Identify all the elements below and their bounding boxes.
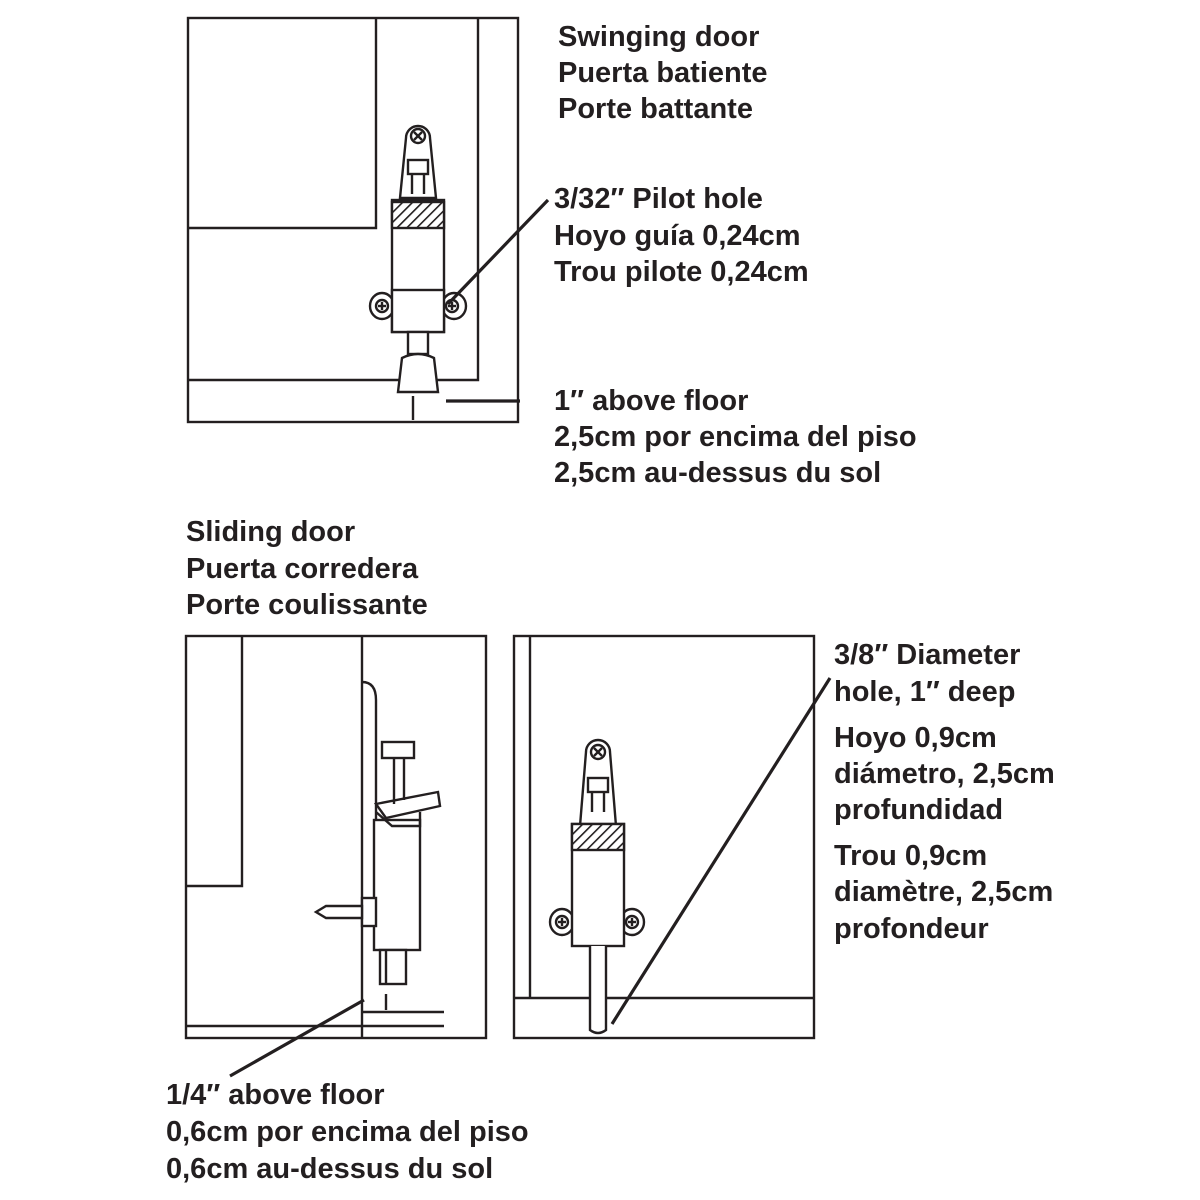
pilot-hole-leader xyxy=(446,198,550,306)
label-line: Trou 0,9cm xyxy=(834,840,987,872)
hatched-band xyxy=(570,822,626,852)
label-line: 0,6cm au-dessus du sol xyxy=(166,1153,493,1185)
screw-icon xyxy=(624,914,640,930)
label-line: 1″ above floor xyxy=(554,385,748,417)
swinging-door-stop xyxy=(368,124,468,420)
screw-head xyxy=(360,896,378,928)
screw-icon xyxy=(374,298,390,314)
label-line: 2,5cm por encima del piso xyxy=(554,421,917,453)
label-line: 3/32″ Pilot hole xyxy=(554,183,763,215)
title-line: Porte battante xyxy=(558,93,753,125)
sliding-door-front-outline xyxy=(512,634,816,1040)
label-line: 3/8″ Diameter xyxy=(834,639,1020,671)
pin-cap xyxy=(380,740,416,760)
sliding-door-stop-side xyxy=(313,680,442,1010)
sliding-door-title: Sliding door Puerta corredera Porte coul… xyxy=(186,516,428,621)
label-line: Hoyo 0,9cm xyxy=(834,722,997,754)
plunger-rod-in-hole xyxy=(588,946,608,1035)
spring-cap xyxy=(406,158,430,176)
sliding-door-outline xyxy=(184,634,488,1040)
label-line: profundidad xyxy=(834,794,1003,826)
sliding-door-side-figure xyxy=(184,634,488,1078)
stop-body-side xyxy=(372,818,422,952)
door-outline xyxy=(186,16,520,424)
label-line: hole, 1″ deep xyxy=(834,676,1016,708)
screw-icon xyxy=(313,904,364,920)
label-line: 1/4″ above floor xyxy=(166,1079,385,1111)
hatched-band xyxy=(390,200,446,230)
label-line: diamètre, 2,5cm xyxy=(834,876,1053,908)
door-panel-frame xyxy=(188,18,378,230)
sliding-panel-frame xyxy=(186,636,244,888)
label-line: profondeur xyxy=(834,913,989,945)
label-line: Trou pilote 0,24cm xyxy=(554,256,809,288)
quarter-inch-leader xyxy=(229,998,365,1078)
one-inch-above-floor-label: 1″ above floor 2,5cm por encima del piso… xyxy=(554,385,917,489)
diameter-hole-leader xyxy=(610,677,832,1025)
diameter-hole-label: 3/8″ Diameter hole, 1″ deep Hoyo 0,9cm d… xyxy=(834,639,1055,945)
plunger-rod xyxy=(406,330,430,356)
title-line: Puerta corredera xyxy=(186,553,419,585)
door-frame-edge xyxy=(188,18,480,382)
label-line: Hoyo guía 0,24cm xyxy=(554,220,801,252)
title-line: Sliding door xyxy=(186,516,355,548)
plunger-rod-side xyxy=(378,948,408,986)
bracket-back xyxy=(361,680,378,820)
release-lever xyxy=(373,790,442,820)
title-line: Porte coulissante xyxy=(186,589,428,621)
title-line: Swinging door xyxy=(558,21,759,53)
label-line: 0,6cm por encima del piso xyxy=(166,1116,529,1148)
screw-icon xyxy=(554,914,570,930)
swinging-door-title: Swinging door Puerta batiente Porte batt… xyxy=(558,21,768,125)
pilot-hole-label: 3/32″ Pilot hole Hoyo guía 0,24cm Trou p… xyxy=(554,183,809,288)
sliding-door-front-figure xyxy=(512,634,832,1040)
sliding-door-stop-front xyxy=(548,738,646,1035)
quarter-inch-above-floor-label: 1/4″ above floor 0,6cm por encima del pi… xyxy=(166,1079,529,1185)
screw-icon xyxy=(409,127,427,145)
spring-cap xyxy=(586,776,610,794)
screw-icon xyxy=(589,743,607,761)
title-line: Puerta batiente xyxy=(558,57,768,89)
label-line: diámetro, 2,5cm xyxy=(834,758,1055,790)
swinging-door-figure xyxy=(186,16,550,424)
label-line: 2,5cm au-dessus du sol xyxy=(554,457,881,489)
rubber-tip xyxy=(396,352,440,394)
